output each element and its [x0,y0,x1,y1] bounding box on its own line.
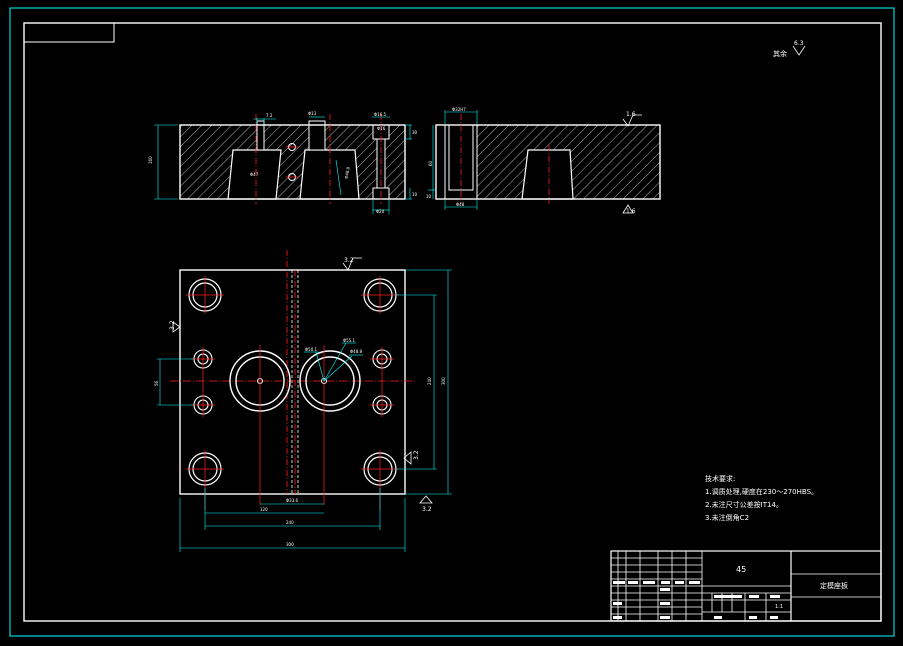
svg-text:Φ32H7: Φ32H7 [452,107,466,112]
technical-requirements: 技术要求: 1.调质处理,硬度在230～270HBS。 2.未注尺寸公差按IT1… [705,474,818,522]
svg-text:Φ50.1: Φ50.1 [305,347,318,352]
title-block-scale: 1:1 [775,604,783,610]
roughness-mark-4: 3.2 [169,320,181,333]
tech-req-item-3: 3.未注倒角C2 [705,513,749,522]
svg-text:1.6: 1.6 [626,111,636,118]
svg-text:Φ16: Φ16 [377,126,386,131]
svg-text:10: 10 [426,194,432,199]
tech-req-item-1: 1.调质处理,硬度在230～270HBS。 [705,487,818,496]
section-view-left: 160 7.2 Φ13 Φ16.5 Φ16 30 10 Φ20 Φ47 Φ48.… [148,111,418,214]
svg-text:240: 240 [286,520,294,525]
title-block [610,550,882,622]
svg-text:30: 30 [412,130,418,135]
roughness-general-value: 6.3 [794,40,804,47]
svg-text:Φ55.1: Φ55.1 [343,338,356,343]
inner-frame [23,22,882,622]
svg-text:7.2: 7.2 [266,113,273,118]
section-view-right: Φ32H7 60 10 Φ48 [426,107,661,210]
svg-text:3.2: 3.2 [413,450,420,460]
roughness-mark-2: 1.6 [622,204,636,215]
svg-text:240: 240 [427,377,432,385]
svg-text:Φ48.8: Φ48.8 [350,349,363,354]
roughness-mark-6: 3.2 [419,495,433,513]
svg-text:Φ48.8: Φ48.8 [344,166,351,179]
svg-text:3.2: 3.2 [344,257,354,264]
tech-req-heading: 技术要求: [705,474,735,483]
title-block-fill-marks [613,581,780,619]
svg-text:10: 10 [412,192,418,197]
outer-frame [9,7,895,637]
roughness-general-note: 其余 6.3 [773,40,806,58]
svg-text:120: 120 [260,507,268,512]
svg-text:56: 56 [154,380,159,386]
roughness-mark-5: 3.2 [403,450,420,465]
svg-text:3.2: 3.2 [169,320,176,330]
svg-text:Φ20: Φ20 [376,209,385,214]
title-block-material: 45 [736,565,746,574]
svg-text:300: 300 [286,542,294,547]
svg-text:300: 300 [441,377,446,385]
plan-view: Φ50.1 Φ55.1 Φ48.8 300 240 120 Φ33.6 5 [154,250,452,552]
svg-text:60: 60 [428,160,433,166]
roughness-mark-1: 1.6 [622,111,642,127]
roughness-mark-3: 3.2 [342,257,362,271]
drawing-number-box [23,22,115,43]
svg-text:Φ16.5: Φ16.5 [374,112,387,117]
svg-text:160: 160 [148,156,153,164]
svg-text:Φ33.6: Φ33.6 [286,498,299,503]
svg-text:Φ47: Φ47 [250,172,259,177]
svg-text:3.2: 3.2 [422,506,432,513]
tech-req-item-2: 2.未注尺寸公差按IT14。 [705,500,783,509]
title-block-part-name: 定模座板 [820,581,848,590]
svg-text:Φ13: Φ13 [308,111,317,116]
roughness-note-label: 其余 [773,49,787,58]
svg-text:Φ48: Φ48 [456,202,465,207]
svg-text:1.6: 1.6 [626,208,636,215]
